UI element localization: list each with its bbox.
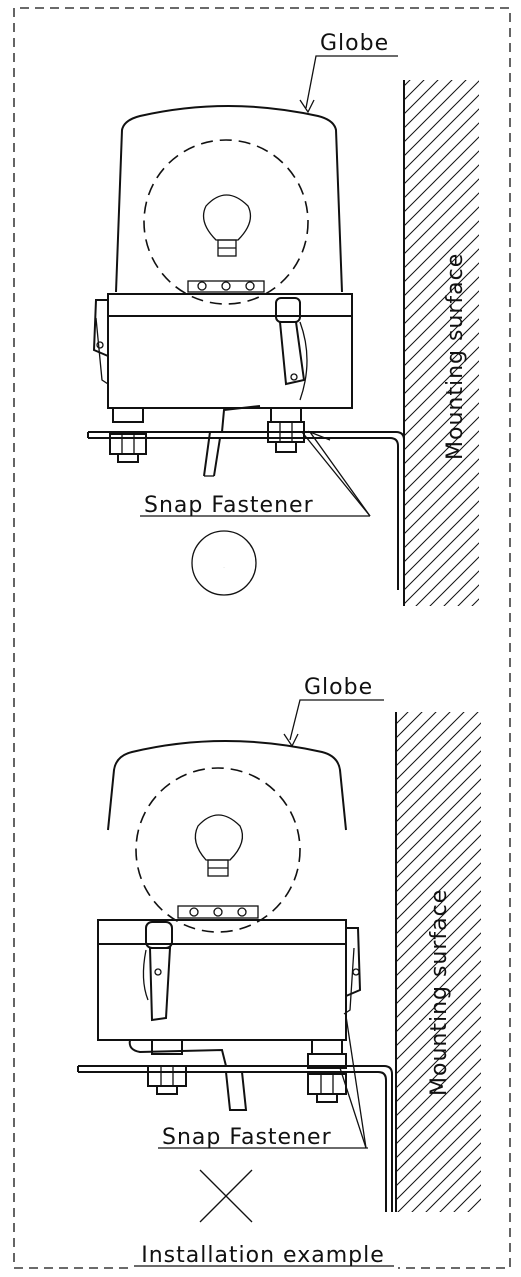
lamp-dashed-circle (143, 139, 309, 305)
mounting-surface-label: Mounting surface (427, 889, 452, 1096)
globe (115, 105, 343, 293)
incorrect-mark-icon (199, 1169, 253, 1223)
bulb-icon (202, 194, 252, 241)
mounting-wall (396, 712, 481, 1212)
incorrect-example: Globe Snap Fastener Mounting surface X (77, 675, 481, 1223)
correct-example: Globe Snap Fastener Mounting surface O (87, 31, 479, 606)
base-housing (107, 293, 353, 409)
base-housing (97, 919, 347, 1041)
globe (107, 740, 347, 831)
mounting-bracket (88, 431, 405, 590)
bulb-icon (194, 814, 244, 861)
right-bolt (307, 1039, 347, 1103)
globe-label: Globe (304, 675, 373, 700)
snap-fastener-label: Snap Fastener (162, 1125, 332, 1150)
left-bolt (109, 407, 147, 463)
page-title: Installation example (141, 1243, 385, 1268)
mounting-wall (404, 80, 479, 606)
cable (203, 405, 261, 477)
globe-label: Globe (320, 31, 389, 56)
snap-fastener (142, 921, 173, 1022)
incorrect-mark: X (226, 1199, 227, 1201)
cable (128, 1039, 248, 1111)
snap-fastener (275, 297, 308, 401)
mounting-bracket (78, 1065, 393, 1212)
mounting-surface-label: Mounting surface (443, 253, 468, 460)
correct-mark: O (224, 567, 225, 569)
lamp-dashed-circle (135, 767, 301, 933)
right-bolt (267, 407, 305, 453)
snap-fastener-label: Snap Fastener (144, 493, 314, 518)
correct-mark-icon (191, 530, 257, 596)
dashed-frame (13, 7, 511, 1269)
